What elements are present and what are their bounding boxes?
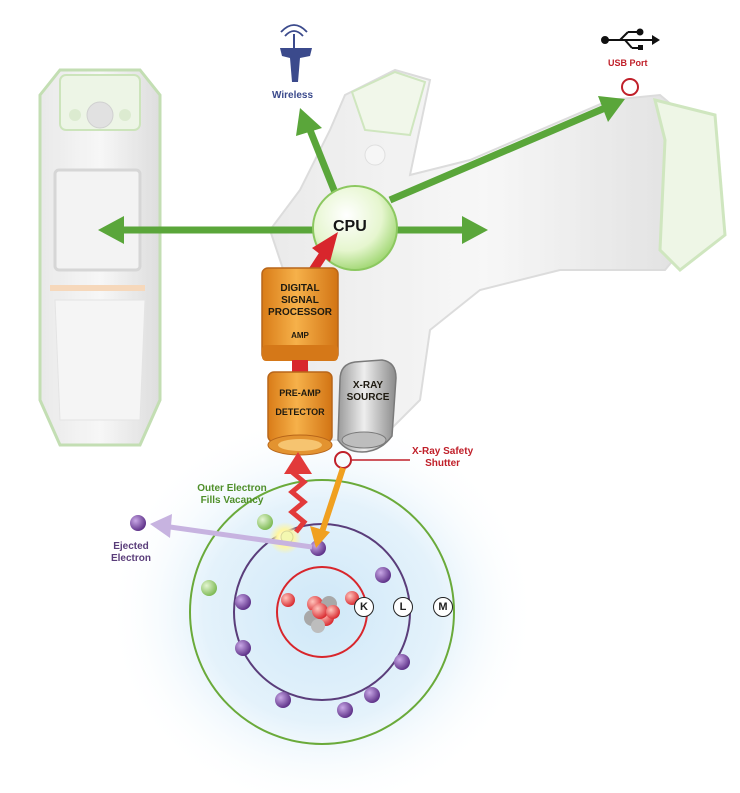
l-electron: [275, 692, 291, 708]
ejected-electron-line2: Electron: [110, 553, 151, 564]
outer-electron-line2: Fills Vacancy: [200, 495, 264, 506]
shutter-label-line1: X-Ray Safety: [412, 446, 474, 457]
pre-amp-label: PRE-AMP: [279, 388, 321, 398]
dsp-label-line2: SIGNAL: [281, 295, 319, 306]
cpu-sphere: [312, 185, 398, 271]
usb-port-marker: [621, 78, 639, 96]
usb-icon: [601, 28, 660, 50]
x-ray-source-label: X-RAY SOURCE: [340, 380, 396, 404]
detector-label: DETECTOR: [275, 407, 325, 417]
wireless-icon: [280, 24, 312, 82]
handheld-display-unit: [38, 68, 162, 447]
dsp-connector: [292, 360, 308, 374]
dsp-label-line1: DIGITAL: [280, 283, 320, 294]
m-electron: [257, 514, 273, 530]
l-electron: [375, 567, 391, 583]
outer-electron-label: Outer Electron Fills Vacancy: [192, 483, 272, 507]
l-electron: [310, 540, 326, 556]
dsp-label-line3: PROCESSOR: [268, 307, 332, 318]
ejected-electron-line1: Ejected: [113, 541, 149, 552]
incident-x-ray-arrow: [310, 467, 346, 548]
l-electron: [337, 702, 353, 718]
x-ray-source-line1: X-RAY: [352, 380, 384, 391]
nucleus: [304, 596, 340, 633]
outer-electron-line1: Outer Electron: [197, 483, 267, 494]
l-electron: [364, 687, 380, 703]
detector-module: [267, 371, 333, 456]
fluorescence-arrow: [284, 452, 312, 534]
dsp-label: DIGITAL SIGNAL PROCESSOR: [262, 283, 338, 319]
shell-m-badge: M: [433, 597, 453, 617]
x-ray-source: [337, 359, 397, 453]
shutter-label: X-Ray Safety Shutter: [412, 446, 473, 470]
amp-label: AMP: [291, 331, 309, 340]
wireless-label: Wireless: [272, 90, 314, 101]
ejected-electron-label: Ejected Electron: [103, 541, 159, 565]
usb-port-label: USB Port: [608, 58, 648, 68]
cpu-label: CPU: [333, 218, 367, 235]
k-electron: [281, 593, 295, 607]
l-electron: [235, 640, 251, 656]
shell-m-orbit: [189, 479, 455, 745]
ejected-electron-path: [130, 514, 313, 550]
m-electron: [201, 580, 217, 596]
l-electron: [394, 654, 410, 670]
x-ray-source-line2: SOURCE: [346, 392, 390, 403]
l-electron: [235, 594, 251, 610]
cpu-output-arrows: [98, 96, 625, 244]
shell-l-badge: L: [393, 597, 413, 617]
shell-k-badge: K: [354, 597, 374, 617]
digital-signal-processor: [261, 267, 339, 361]
shutter-label-line2: Shutter: [425, 458, 461, 469]
